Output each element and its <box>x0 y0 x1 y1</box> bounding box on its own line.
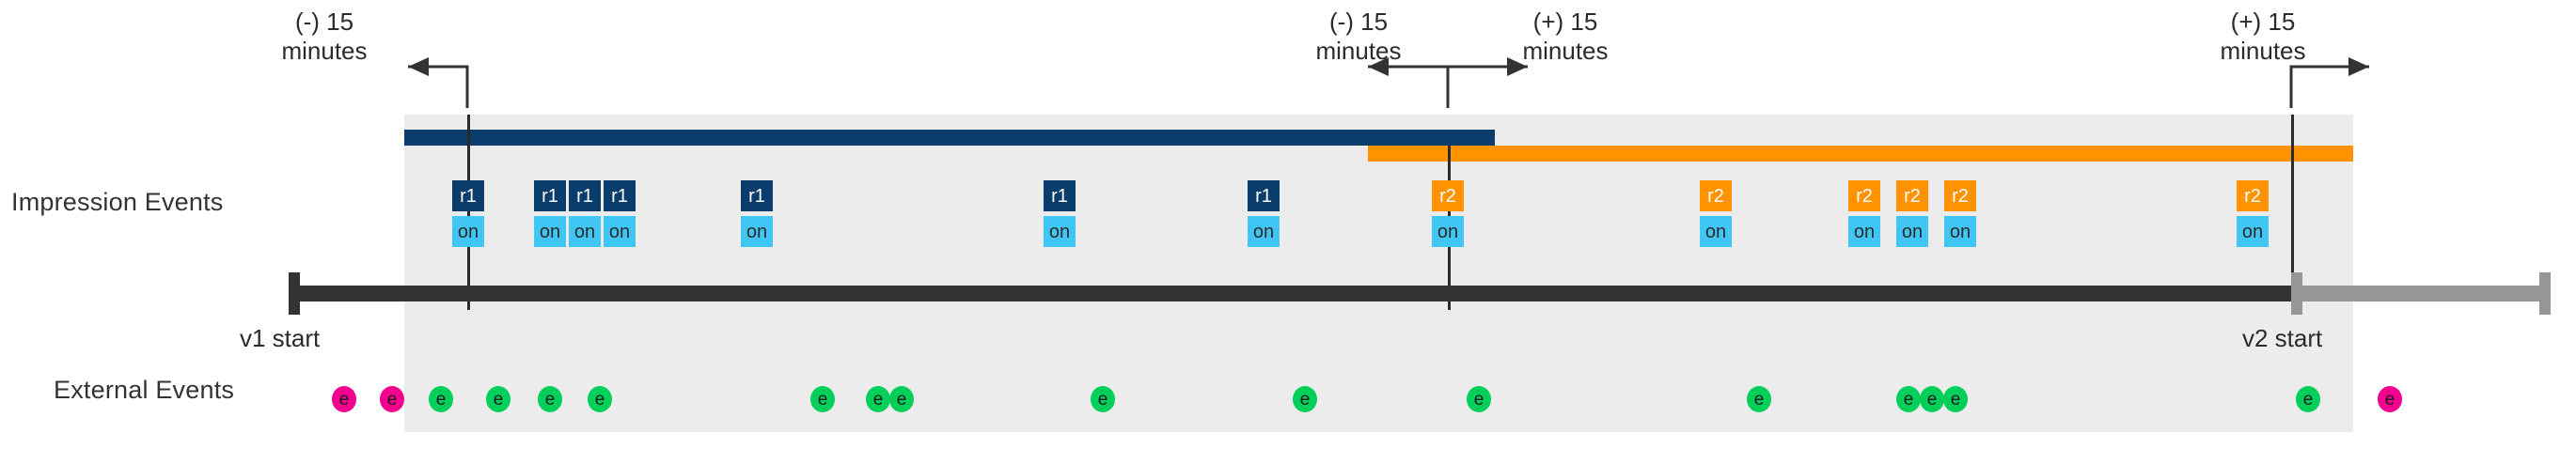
callout-right-text: (+) 15 minutes <box>2220 8 2306 65</box>
connector-v1-start <box>467 115 470 310</box>
external-event-dot-green: e <box>1091 386 1115 412</box>
external-event-dot-green: e <box>810 386 835 412</box>
external-event-dot-pink: e <box>380 386 404 412</box>
external-event-dot-green: e <box>1896 386 1921 412</box>
impression-chip-on: on <box>741 216 773 247</box>
impression-chip-on: on <box>1700 216 1732 247</box>
external-event-dot-green: e <box>429 386 453 412</box>
callout-left-arrow-icon <box>408 57 469 108</box>
impression-chip-r2: r2 <box>1944 180 1976 211</box>
impression-chip-r2: r2 <box>1700 180 1732 211</box>
impression-chip-on: on <box>1944 216 1976 247</box>
external-event-dot-green: e <box>1920 386 1944 412</box>
external-event-dot-pink: e <box>2378 386 2402 412</box>
impression-chip-on: on <box>1044 216 1076 247</box>
impression-chip-r2: r2 <box>1848 180 1880 211</box>
v2-start-caption: v2 start <box>2242 324 2323 352</box>
impression-chip-r2: r2 <box>2237 180 2269 211</box>
impression-chip-r1: r1 <box>1044 180 1076 211</box>
impression-chip-r1: r1 <box>604 180 636 211</box>
external-event-dot-green: e <box>2296 386 2320 412</box>
external-event-dot-green: e <box>889 386 914 412</box>
impression-chip-r1: r1 <box>534 180 566 211</box>
impression-chip-r2: r2 <box>1432 180 1464 211</box>
callout-mid-right-text: (+) 15 minutes <box>1522 8 1609 65</box>
external-event-dot-green: e <box>866 386 890 412</box>
external-event-dot-green: e <box>538 386 562 412</box>
callout-mid-right-arrow-icon <box>1446 57 1528 108</box>
impression-chip-r1: r1 <box>1248 180 1280 211</box>
callout-right-arrow-icon <box>2289 57 2369 108</box>
impression-chip-on: on <box>1248 216 1280 247</box>
impression-chip-on: on <box>1848 216 1880 247</box>
external-event-dot-green: e <box>1467 386 1491 412</box>
connector-v2-start <box>2291 115 2294 310</box>
external-event-dot-pink: e <box>332 386 356 412</box>
external-event-dot-green: e <box>1943 386 1968 412</box>
impression-chip-on: on <box>534 216 566 247</box>
v1-start-caption: v1 start <box>240 324 321 352</box>
impression-events-row-label: Impression Events <box>11 188 224 216</box>
impression-chip-on: on <box>452 216 484 247</box>
impression-chip-r1: r1 <box>741 180 773 211</box>
v2-bar <box>1368 146 2353 162</box>
impression-chip-r1: r1 <box>569 180 601 211</box>
impression-chip-on: on <box>1432 216 1464 247</box>
diagram-background-band <box>404 115 2353 432</box>
external-event-dot-green: e <box>1747 386 1771 412</box>
impression-chip-on: on <box>569 216 601 247</box>
impression-chip-r1: r1 <box>452 180 484 211</box>
callout-left-text: (-) 15 minutes <box>281 8 368 65</box>
impression-chip-on: on <box>604 216 636 247</box>
v1-bar <box>404 130 1495 146</box>
external-event-dot-green: e <box>588 386 612 412</box>
impression-chip-on: on <box>1896 216 1928 247</box>
external-event-dot-green: e <box>1293 386 1317 412</box>
impression-chip-r2: r2 <box>1896 180 1928 211</box>
external-events-row-label: External Events <box>54 376 235 404</box>
external-event-dot-green: e <box>486 386 510 412</box>
impression-chip-on: on <box>2237 216 2269 247</box>
